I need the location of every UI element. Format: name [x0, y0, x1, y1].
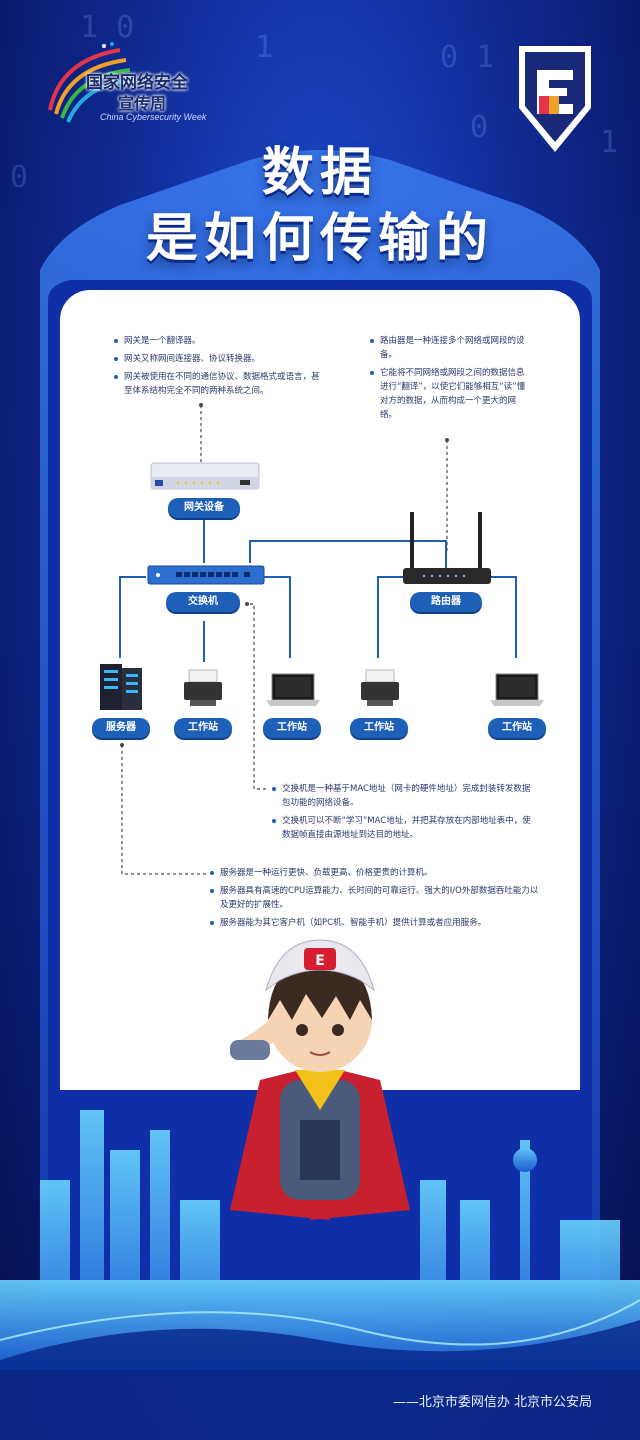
- bg-digits: 1: [255, 30, 274, 65]
- gateway-note-item: 网关又称网间连接器、协议转换器。: [114, 352, 324, 366]
- gateway-device-icon: [150, 462, 260, 490]
- shield-badge-icon: [519, 46, 591, 152]
- label-workstation-1: 工作站: [174, 718, 232, 738]
- switch-notes: 交换机是一种基于MAC地址（网卡的硬件地址）完成封装转发数据包功能的网络设备。 …: [272, 782, 534, 846]
- footer-credit: ——北京市委网信办 北京市公安局: [392, 1395, 592, 1410]
- server-note-item: 服务器是一种运行更快、负载更高、价格更贵的计算机。: [210, 866, 540, 880]
- server-device-icon: [100, 664, 142, 710]
- router-device-icon: [403, 512, 491, 584]
- laptop-icon: [266, 673, 320, 706]
- logo-subtitle: China Cybersecurity Week: [100, 112, 207, 122]
- gateway-notes: 网关是一个翻译器。 网关又称网间连接器、协议转换器。 网关被使用在不同的通信协议…: [114, 334, 324, 402]
- mascot-illustration: E: [230, 939, 410, 1220]
- gateway-note-item: 网关被使用在不同的通信协议、数据格式或语言，甚至体系结构完全不同的两种系统之间。: [114, 370, 324, 398]
- title-line2: 是如何传输的: [145, 209, 494, 269]
- bg-digits: 0 1: [440, 40, 495, 75]
- logo-title-line1: 国家网络安全: [86, 73, 188, 93]
- server-note-item: 服务器具有高速的CPU运算能力、长时间的可靠运行、强大的I/O外部数据吞吐能力以…: [210, 884, 540, 912]
- server-notes: 服务器是一种运行更快、负载更高、价格更贵的计算机。 服务器具有高速的CPU运算能…: [210, 866, 540, 934]
- bg-digits: 1 0: [80, 10, 135, 45]
- label-server: 服务器: [92, 718, 150, 738]
- router-note-item: 它能将不同网络或网段之间的数据信息进行“翻译”，以使它们能够相互“读”懂对方的数…: [370, 366, 528, 422]
- laptop-icon: [490, 673, 544, 706]
- router-note-item: 路由器是一种连接多个网络或网段的设备。: [370, 334, 528, 362]
- bg-digits: 0: [10, 160, 29, 195]
- label-router: 路由器: [410, 592, 482, 612]
- server-note-item: 服务器能为其它客户机（如PC机、智能手机）提供计算或者应用服务。: [210, 916, 540, 930]
- switch-device-icon: [147, 565, 265, 585]
- switch-note-item: 交换机是一种基于MAC地址（网卡的硬件地址）完成封装转发数据包功能的网络设备。: [272, 782, 534, 810]
- printer-icon: [184, 669, 222, 706]
- label-workstation-3: 工作站: [350, 718, 408, 738]
- cybersecurity-week-logo-icon: [48, 42, 135, 123]
- label-gateway-device: 网关设备: [168, 498, 240, 518]
- bg-digits: 1: [600, 125, 619, 160]
- switch-note-item: 交换机可以不断“学习”MAC地址，并把其存放在内部地址表中，使数据帧直接由源地址…: [272, 814, 534, 842]
- label-workstation-2: 工作站: [263, 718, 321, 738]
- bg-digits: 0: [470, 110, 489, 145]
- label-workstation-4: 工作站: [488, 718, 546, 738]
- logo-title-line2: 宣传周: [118, 94, 167, 113]
- title-line1: 数据: [261, 143, 378, 203]
- svg-text:E: E: [315, 953, 325, 969]
- router-notes: 路由器是一种连接多个网络或网段的设备。 它能将不同网络或网段之间的数据信息进行“…: [370, 334, 528, 426]
- label-switch: 交换机: [166, 592, 240, 612]
- gateway-note-item: 网关是一个翻译器。: [114, 334, 324, 348]
- printer-icon: [361, 669, 399, 706]
